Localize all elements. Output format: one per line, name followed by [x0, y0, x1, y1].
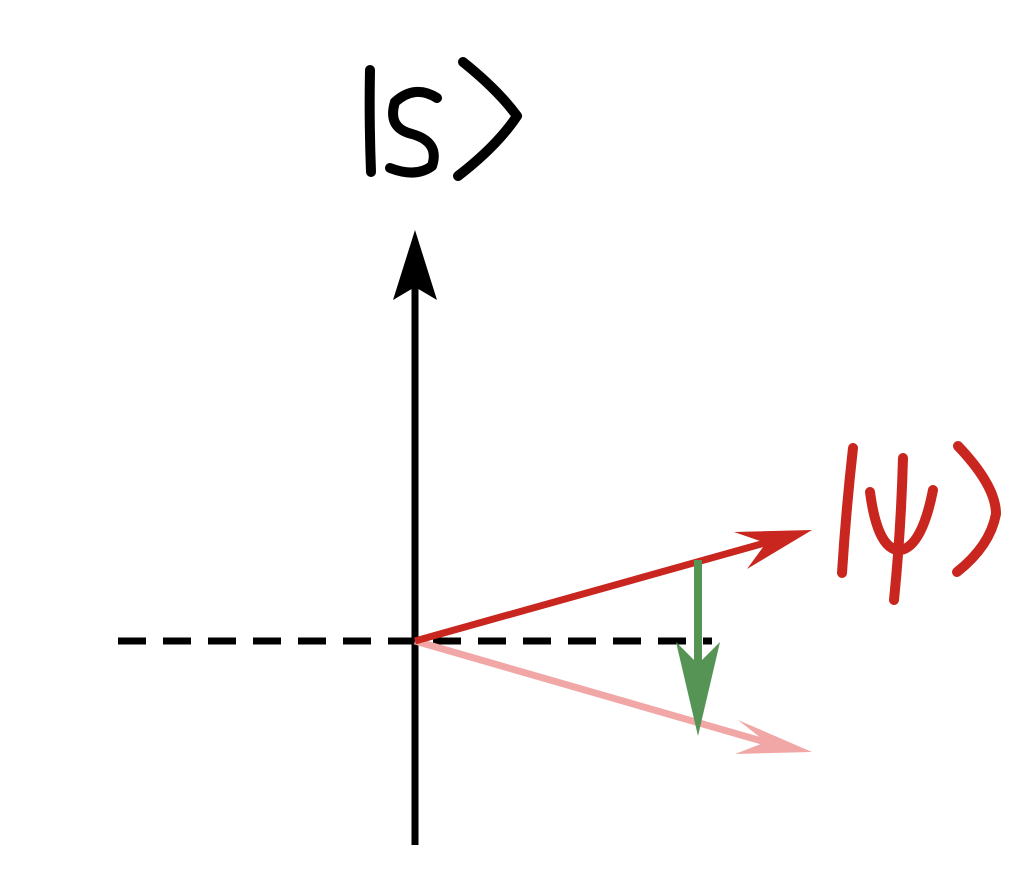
s-ket-text: |s⟩: [370, 96, 469, 189]
s-axis-arrow: [393, 230, 437, 845]
reflected-psi-vector: [414, 637, 812, 754]
reflection-arrow: [676, 560, 720, 736]
psi-vector: [414, 530, 812, 645]
psi-ket-label: |ψ⟩: [837, 441, 1001, 605]
s-ket-label: |s⟩: [364, 57, 522, 189]
psi-ket-text: |ψ⟩: [842, 496, 963, 589]
